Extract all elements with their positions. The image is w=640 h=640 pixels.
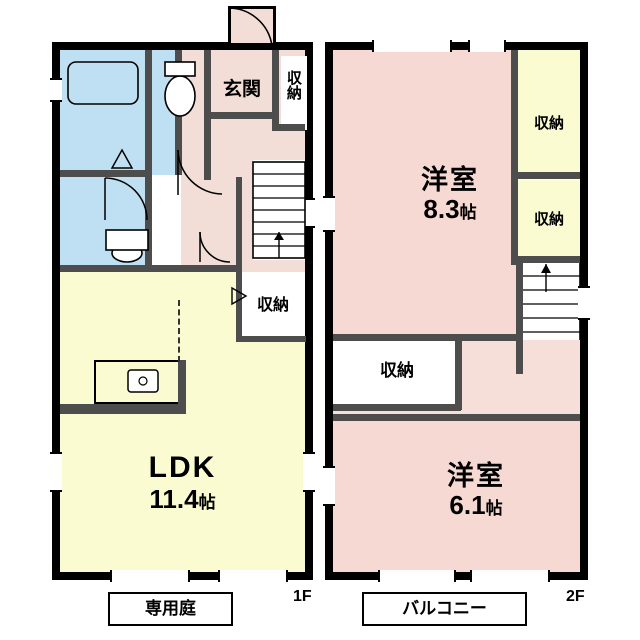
closet-2f-center-area bbox=[333, 340, 459, 408]
genkan-label: 玄関 bbox=[212, 80, 272, 100]
ldk-name-text: LDK bbox=[148, 451, 217, 484]
window-2f-bottom-2 bbox=[470, 570, 550, 582]
closet-entrance-area bbox=[281, 56, 307, 130]
closet-hall-label: 収納 bbox=[248, 297, 298, 315]
wall-1f-genkan-bottom bbox=[210, 112, 272, 119]
window-2f-bottom bbox=[378, 570, 456, 582]
wall-2f-closet-divider bbox=[517, 172, 580, 179]
wall-2f-bedroom-right bbox=[511, 50, 518, 265]
wall-1f-bath-right bbox=[145, 50, 152, 180]
bedroom-8-3-unit-text: 帖 bbox=[459, 203, 477, 223]
bedroom-6-1-unit-text: 帖 bbox=[485, 499, 503, 519]
wall-2f-outer-top bbox=[325, 42, 588, 50]
wall-1f-bath-bottom bbox=[60, 170, 152, 177]
bedroom-8-3-size-text: 8.3 bbox=[423, 194, 460, 225]
wall-1f-closet-hall-bottom bbox=[236, 336, 306, 342]
balcony-label: バルコニー bbox=[362, 600, 527, 618]
wall-1f-outer-right bbox=[305, 42, 313, 580]
balcony-box bbox=[362, 592, 527, 626]
floor-tag-1f-text: 1F bbox=[293, 588, 312, 605]
wall-1f-outer-top bbox=[52, 42, 313, 50]
ldk-size-row: 11.4帖 bbox=[110, 483, 255, 514]
wall-1f-toilet-right bbox=[204, 50, 211, 180]
ldk-size-text: 11.4 bbox=[149, 483, 199, 514]
window-2f-top-bedroom-2 bbox=[468, 40, 506, 52]
ldk-label: LDK 11.4帖 bbox=[110, 452, 255, 513]
wall-1f-washroom-bottom bbox=[60, 265, 240, 272]
wall-1f-corridor-left bbox=[236, 177, 242, 272]
closet-2f-mid-label: 収納 bbox=[521, 212, 577, 228]
closet-2f-center-text: 収納 bbox=[380, 361, 414, 380]
closet-entrance-text: 収納 bbox=[284, 70, 302, 100]
window-1f-left-ldk bbox=[50, 452, 62, 492]
wall-2f-outer-bottom bbox=[325, 572, 588, 580]
bedroom-8-3-name-text: 洋室 bbox=[421, 165, 479, 195]
closet-hall-area bbox=[241, 272, 305, 340]
wall-1f-closet-hall-left bbox=[236, 272, 242, 342]
entrance-door-frame bbox=[228, 6, 276, 46]
closet-2f-top-text: 収納 bbox=[533, 115, 564, 132]
wall-1f-genkan-right bbox=[272, 50, 279, 130]
wall-1f-outer-left bbox=[52, 42, 60, 580]
floor-tag-2f: 2F bbox=[566, 588, 585, 606]
private-garden-label: 専用庭 bbox=[108, 600, 233, 618]
private-garden-text: 専用庭 bbox=[145, 599, 196, 618]
bedroom-6-1-size-text: 6.1 bbox=[449, 490, 486, 521]
kitchen-area bbox=[94, 360, 186, 404]
genkan-text: 玄関 bbox=[222, 79, 261, 100]
wall-2f-bedroom-bottom bbox=[333, 334, 517, 341]
wall-2f-stair-left bbox=[516, 262, 523, 374]
ldk-partition-dotted bbox=[178, 300, 180, 362]
closet-2f-mid-text: 収納 bbox=[533, 211, 564, 228]
closet-entrance-label: 収納 bbox=[283, 70, 303, 104]
wall-2f-closet-center-bottom bbox=[333, 404, 461, 411]
window-2f-top-bedroom bbox=[372, 40, 452, 52]
window-2f-right-stairs bbox=[578, 286, 590, 320]
closet-2f-top-area bbox=[517, 50, 580, 173]
closet-hall-text: 収納 bbox=[256, 297, 289, 314]
bedroom-8-3-size-row: 8.3帖 bbox=[380, 196, 520, 223]
bedroom-6-1-name-text: 洋室 bbox=[447, 461, 505, 491]
window-1f-bottom-ldk bbox=[110, 570, 190, 582]
window-1f-left-bath bbox=[50, 78, 62, 102]
window-2f-left-bedroom bbox=[323, 196, 335, 232]
floor-tag-2f-text: 2F bbox=[566, 588, 585, 605]
wall-2f-corridor-bottom bbox=[333, 414, 580, 421]
closet-2f-mid-area bbox=[517, 180, 580, 258]
window-2f-left-bedroom2 bbox=[323, 466, 335, 506]
wall-2f-closet-center-right bbox=[455, 340, 462, 410]
wall-2f-closet-bottom bbox=[517, 256, 580, 263]
closet-2f-top-label: 収納 bbox=[521, 116, 577, 132]
closet-2f-center-label: 収納 bbox=[362, 362, 432, 380]
wall-1f-washroom-right bbox=[145, 177, 152, 272]
floor-tag-1f: 1F bbox=[293, 588, 312, 606]
bedroom-6-1-label: 洋室 6.1帖 bbox=[406, 462, 546, 520]
bedroom-8-3-label: 洋室 8.3帖 bbox=[380, 166, 520, 224]
bedroom-8-3-area bbox=[333, 50, 517, 340]
balcony-text: バルコニー bbox=[402, 599, 487, 618]
window-1f-bottom-ldk-2 bbox=[218, 570, 288, 582]
wall-1f-closet-entry-bottom bbox=[272, 124, 305, 131]
wall-1f-kitchen-right bbox=[178, 360, 186, 414]
private-garden-box bbox=[108, 592, 233, 626]
bedroom-6-1-area bbox=[333, 420, 580, 572]
wall-1f-kitchen-counter bbox=[60, 404, 186, 414]
ldk-unit-text: 帖 bbox=[198, 492, 216, 512]
window-1f-right-corridor bbox=[303, 198, 315, 228]
entrance-genkan-area bbox=[210, 50, 272, 118]
wall-2f-outer-left bbox=[325, 42, 333, 580]
window-1f-right-ldk bbox=[303, 452, 315, 492]
bedroom-6-1-size-row: 6.1帖 bbox=[406, 492, 546, 519]
